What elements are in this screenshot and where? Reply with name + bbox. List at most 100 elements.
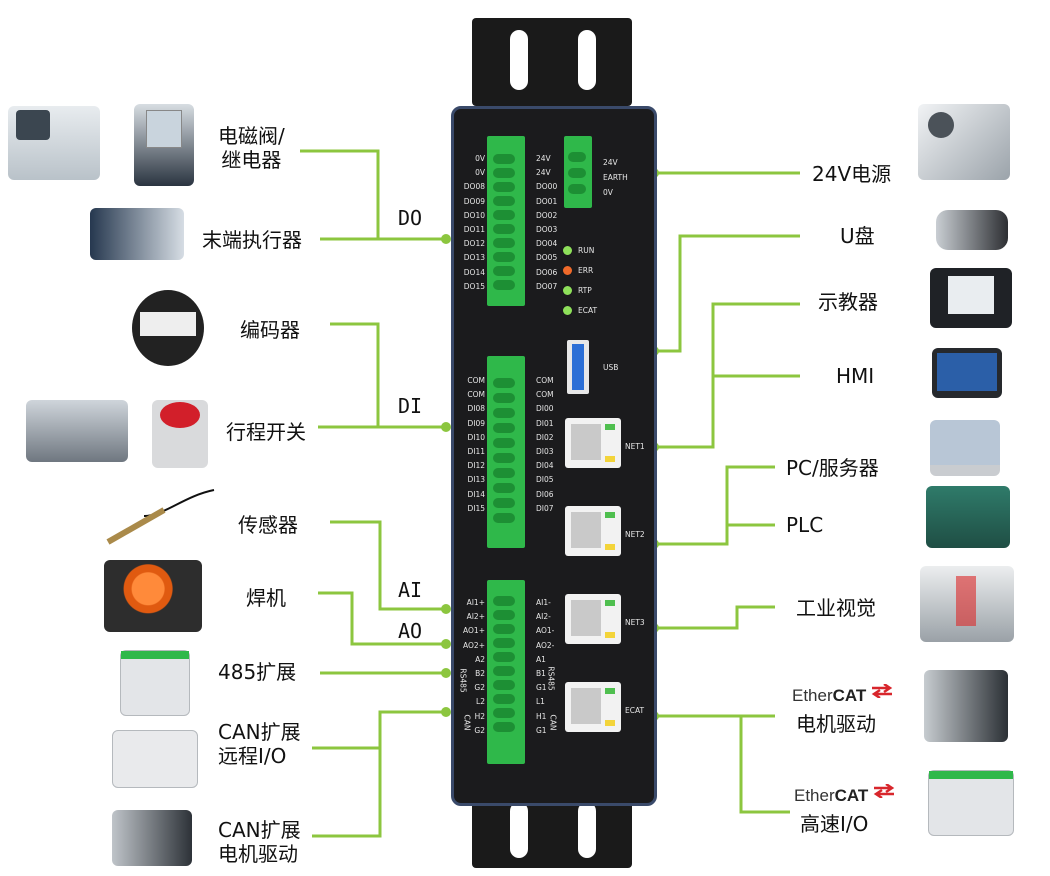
mounting-bracket-icon (472, 788, 632, 868)
bus-ao: AO (398, 619, 423, 643)
power-terminal (564, 136, 592, 208)
remote-io-image (112, 730, 198, 788)
can-label-right: CAN (548, 714, 558, 731)
pin-label: H1 (536, 711, 547, 721)
status-led-label: RUN (578, 246, 595, 255)
pin-label: 24V (536, 168, 551, 178)
bus-ai: AI (398, 578, 423, 602)
pin-label: DO08 (463, 182, 485, 192)
pin-label: COM (536, 376, 554, 385)
pin-label: DO09 (463, 196, 485, 206)
label-usb-drive: U盘 (840, 224, 875, 248)
ethernet-port-label: NET1 (625, 442, 645, 451)
label-485-ext: 485扩展 (218, 660, 297, 684)
label-ec-io: 高速I/O (800, 812, 869, 836)
laptop-image (930, 420, 1000, 476)
status-led-label: ERR (578, 266, 594, 275)
status-led-label: ECAT (578, 306, 598, 315)
pin-label: DI01 (536, 418, 554, 428)
pin-label: 0V (475, 154, 485, 163)
teach-pendant-image (930, 268, 1012, 328)
pin-label: DI04 (536, 461, 554, 471)
pin-label: DO12 (463, 239, 485, 249)
di-terminal (487, 356, 525, 548)
pin-label: AI1+ (466, 598, 485, 607)
pin-label: AO1- (536, 626, 555, 636)
status-led-icon (563, 306, 572, 315)
ethercat-arrow-icon (873, 784, 895, 798)
pin-label: DI15 (467, 503, 485, 513)
label-can-motor: CAN扩展电机驱动 (218, 818, 301, 866)
pin-label: DI12 (467, 461, 485, 471)
pin-label: DO04 (536, 239, 558, 249)
gripper-image (90, 208, 184, 260)
bus-do: DO (398, 206, 423, 230)
ethernet-port-icon (565, 594, 621, 644)
pin-label: AI1- (536, 598, 551, 607)
label-24v-power: 24V电源 (812, 162, 892, 186)
pin-label: DI08 (467, 404, 485, 414)
pin-label: AI2- (536, 612, 551, 622)
pin-label: DO11 (463, 225, 485, 234)
ethernet-port-label: NET2 (625, 530, 645, 539)
pin-label: DO05 (536, 253, 558, 263)
pin-label: G1 (536, 725, 547, 735)
machine-vision-image (920, 566, 1014, 642)
label-sensor: 传感器 (238, 513, 298, 537)
pin-label: DO15 (463, 281, 485, 291)
label-welder: 焊机 (246, 586, 286, 610)
status-led-icon (563, 266, 572, 275)
rs485-label-right: RS485 (546, 666, 556, 691)
pin-label: AO1+ (463, 626, 485, 636)
label-ec-motor: 电机驱动 (796, 712, 876, 736)
power-supply-image (918, 104, 1010, 180)
pin-label: COM (467, 390, 485, 400)
pin-label: DI14 (467, 489, 485, 499)
do-terminal (487, 136, 525, 306)
485-module-image (120, 650, 190, 716)
pin-label: B1 (536, 669, 546, 678)
device-body (451, 106, 657, 806)
label-solenoid-relay: 电磁阀/继电器 (218, 124, 285, 172)
pin-label: DI06 (536, 489, 554, 499)
can-label-left: CAN (462, 714, 472, 731)
pin-label: DO03 (536, 225, 558, 234)
relay-image (134, 104, 194, 186)
pin-label: DO00 (536, 182, 558, 192)
power-pin-label: 0V (603, 188, 613, 197)
pin-label: DI10 (467, 432, 485, 442)
emergency-stop-image (152, 400, 208, 468)
ethernet-port-label: ECAT (625, 706, 645, 715)
pin-label: G2 (474, 725, 485, 735)
pin-label: DI13 (467, 475, 485, 485)
usb-port (567, 340, 589, 394)
pin-label: DO14 (463, 267, 485, 277)
status-led-label: RTP (578, 286, 592, 295)
label-end-effector: 末端执行器 (202, 228, 302, 252)
pin-label: DO06 (536, 267, 558, 277)
io-module-image (928, 770, 1014, 836)
power-pin-label: 24V (603, 158, 618, 167)
pin-label: DI03 (536, 447, 554, 456)
pin-label: A1 (536, 654, 546, 664)
pin-label: DI00 (536, 404, 554, 414)
pin-label: 24V (536, 154, 551, 163)
ethernet-port-icon (565, 682, 621, 732)
label-encoder: 编码器 (240, 318, 300, 342)
pin-label: B2 (475, 669, 485, 678)
solenoid-valve-image (8, 106, 100, 180)
pin-label: G1 (536, 683, 547, 693)
hmi-image (932, 348, 1002, 398)
label-hmi: HMI (836, 364, 875, 388)
ethercat-logo-2: EtherCAT (794, 786, 869, 805)
pin-label: DO10 (463, 210, 485, 220)
pin-label: DO02 (536, 210, 558, 220)
label-limit-switch: 行程开关 (226, 420, 306, 444)
pin-label: AO2+ (463, 640, 485, 650)
pin-label: DO01 (536, 196, 558, 206)
ethernet-port-icon (565, 506, 621, 556)
plc-image (926, 486, 1010, 548)
pin-label: AI2+ (466, 612, 485, 622)
